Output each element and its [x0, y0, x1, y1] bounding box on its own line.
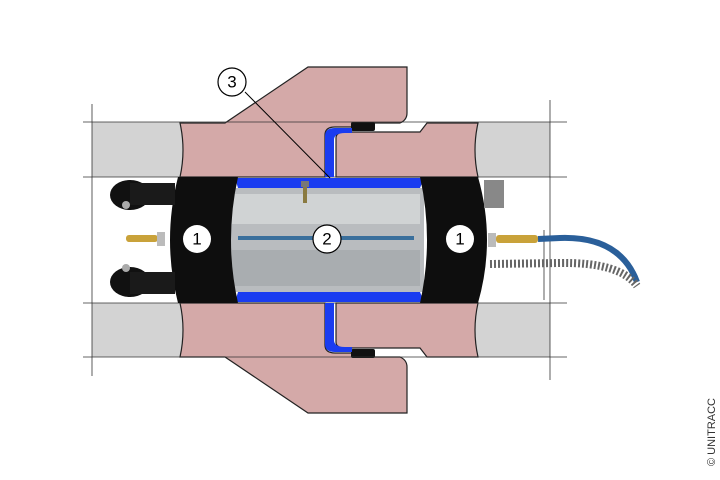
- end-cap-left: [110, 177, 238, 303]
- callout-3-leader: [244, 91, 331, 179]
- sealant-medium: [235, 128, 424, 352]
- end-cap-right: [420, 177, 538, 303]
- seal-ring: [351, 122, 375, 358]
- callout-1-left: 1: [183, 225, 211, 253]
- hoses: [489, 234, 641, 289]
- pipe-wall-left: [92, 122, 184, 357]
- callout-1-right: 1: [446, 225, 474, 253]
- svg-text:2: 2: [322, 230, 331, 249]
- pipe-wall-right: [474, 122, 550, 357]
- callout-2: 2: [312, 224, 342, 254]
- svg-text:1: 1: [192, 230, 201, 249]
- callout-3: 3: [217, 67, 247, 97]
- svg-text:1: 1: [455, 230, 464, 249]
- copyright-text: © UNITRACC: [706, 398, 718, 466]
- svg-text:3: 3: [227, 73, 236, 92]
